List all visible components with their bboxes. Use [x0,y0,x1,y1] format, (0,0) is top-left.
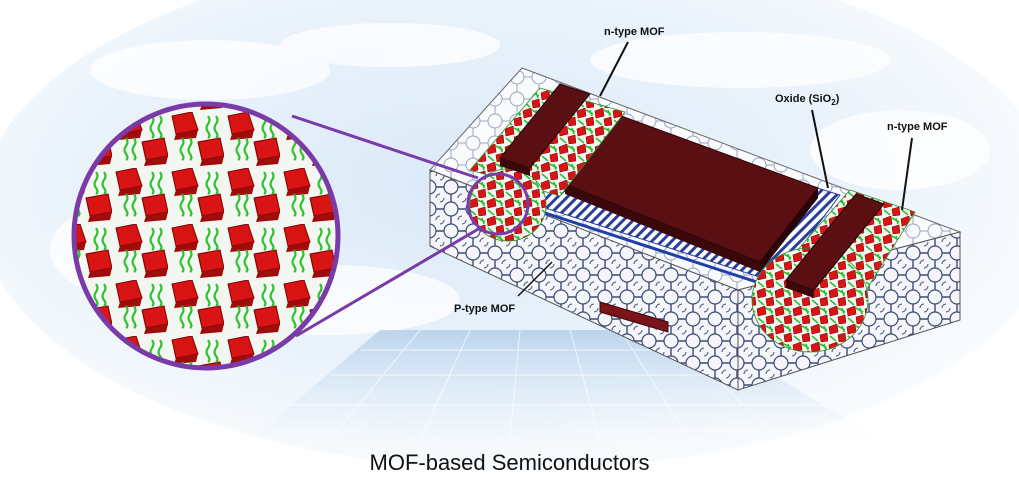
zoom-connector-bottom [295,226,481,338]
gate-electrode [564,109,819,272]
back-gate [599,301,669,333]
dielectric-line [504,198,776,290]
zoom-magnifier [71,101,341,371]
figure-caption: MOF-based Semiconductors [369,450,650,475]
n-type-mof-left [469,83,626,242]
label-p-type: P-type MOF [454,303,515,315]
n-type-mof-right [751,189,916,353]
selection-circle [466,172,530,236]
leader-n-type-top [599,41,629,97]
leader-oxide [811,109,829,189]
label-oxide: Oxide (SiO2) [775,93,840,107]
label-n-type-right: n-type MOF [887,121,948,133]
leader-n-type-right [901,137,913,211]
leader-p-type [517,261,553,297]
zoom-connector-top [291,114,479,180]
label-n-type-top: n-type MOF [604,26,665,38]
